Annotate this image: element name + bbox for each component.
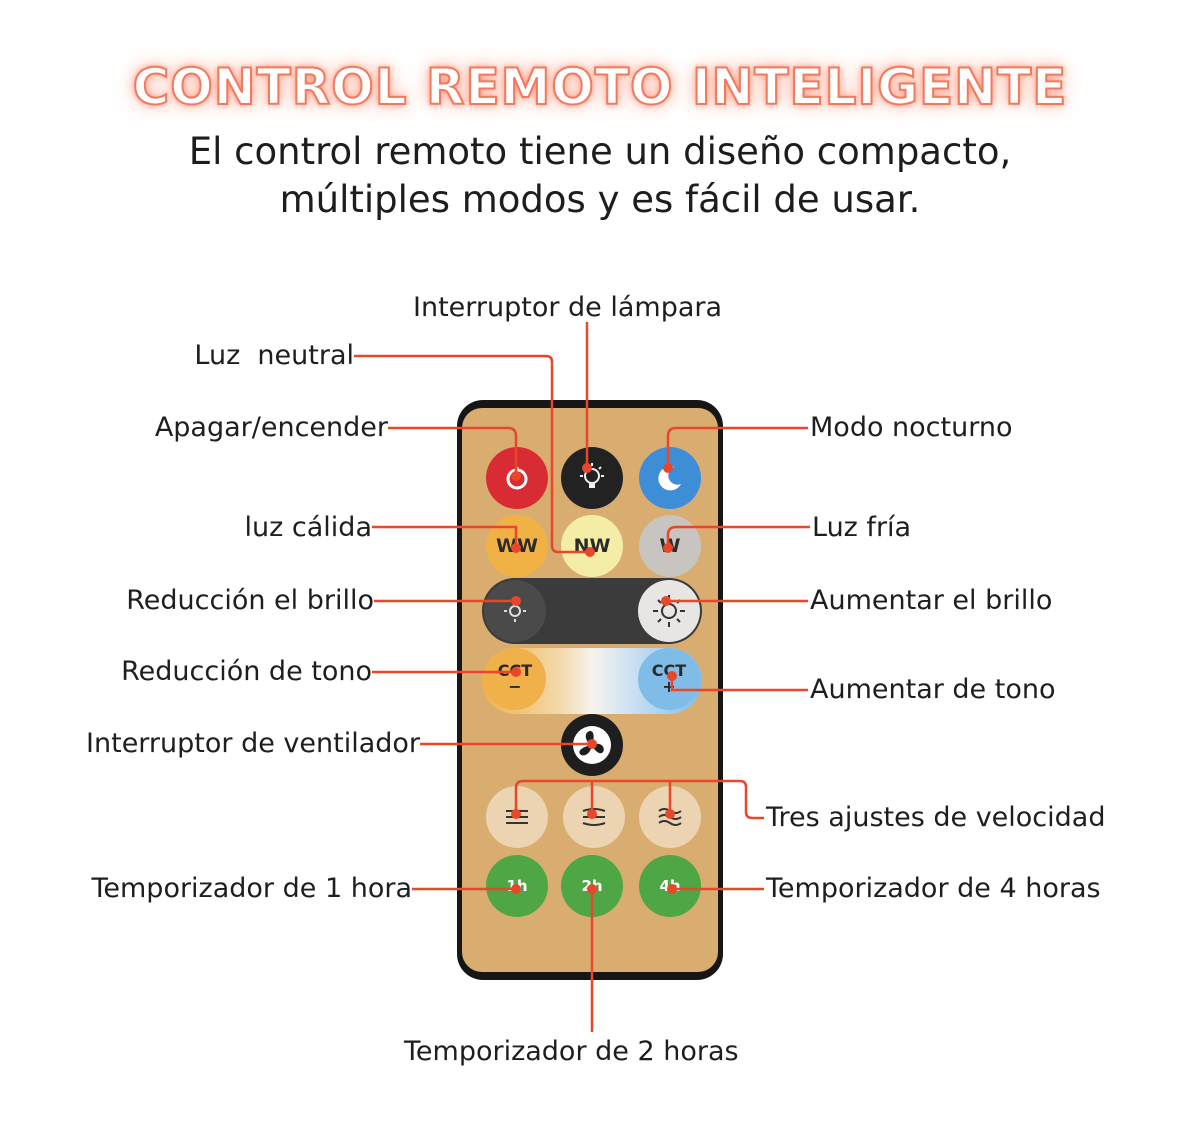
leader-dot-timer-1 xyxy=(511,884,521,894)
label-brightness-down: Reducción el brillo xyxy=(126,585,374,616)
leader-dot-speed-2 xyxy=(587,809,597,819)
label-tone-up: Aumentar de tono xyxy=(810,674,1056,705)
leader-dot-speed-1 xyxy=(511,809,521,819)
leader-night-mode xyxy=(666,426,808,468)
label-neutral-light: Luz neutral xyxy=(194,340,354,371)
minus-icon: − xyxy=(508,677,522,696)
brightness-up-button[interactable] xyxy=(638,580,700,642)
leader-dot-cold xyxy=(663,543,673,553)
leader-speed xyxy=(514,779,764,820)
label-timer-2h: Temporizador de 2 horas xyxy=(404,1036,739,1067)
label-warm-light: luz cálida xyxy=(244,512,372,543)
leader-dot-fan xyxy=(587,739,597,749)
leader-dot-neutral xyxy=(585,547,595,557)
leader-power xyxy=(388,426,518,476)
night-mode-button[interactable] xyxy=(639,447,701,509)
label-tone-down: Reducción de tono xyxy=(121,656,372,687)
leader-tone-up xyxy=(670,676,808,692)
label-power: Apagar/encender xyxy=(154,412,388,443)
leader-dot-power xyxy=(511,471,521,481)
subtitle-line-1: El control remoto tiene un diseño compac… xyxy=(188,130,1012,173)
subtitle-line-2: múltiples modos y es fácil de usar. xyxy=(279,178,921,221)
leader-dot-night xyxy=(663,463,673,473)
leader-dot-timer-4 xyxy=(667,884,677,894)
label-speed-settings: Tres ajustes de velocidad xyxy=(766,802,1106,833)
leader-dot-speed-3 xyxy=(665,809,675,819)
leader-neutral-light xyxy=(354,354,590,554)
leader-dot-bright-down xyxy=(511,596,521,606)
label-lamp-switch: Interruptor de lámpara xyxy=(413,292,723,323)
leader-warm-light xyxy=(372,525,518,548)
page-subtitle: El control remoto tiene un diseño compac… xyxy=(0,128,1200,224)
label-timer-1h: Temporizador de 1 hora xyxy=(91,873,412,904)
label-brightness-up: Aumentar el brillo xyxy=(810,585,1053,616)
leader-dot-timer-2 xyxy=(587,884,597,894)
leader-cold-light xyxy=(666,525,810,548)
leader-dot-tone-down xyxy=(511,667,521,677)
page-title: CONTROL REMOTO INTELIGENTE xyxy=(132,57,1068,117)
label-night-mode: Modo nocturno xyxy=(810,412,1013,443)
cct-plus-label: CCT xyxy=(651,661,687,680)
leader-dot-tone-up xyxy=(667,671,677,681)
brightness-down-button[interactable] xyxy=(484,580,546,642)
label-cold-light: Luz fría xyxy=(812,512,912,543)
leader-dot-lamp xyxy=(582,463,592,473)
moon-icon xyxy=(658,466,681,491)
lamp-switch-button[interactable] xyxy=(561,447,623,509)
leader-dot-bright-up xyxy=(661,596,671,606)
leader-dot-warm xyxy=(511,543,521,553)
label-timer-4h: Temporizador de 4 horas xyxy=(766,873,1101,904)
label-fan-switch: Interruptor de ventilador xyxy=(86,728,420,759)
